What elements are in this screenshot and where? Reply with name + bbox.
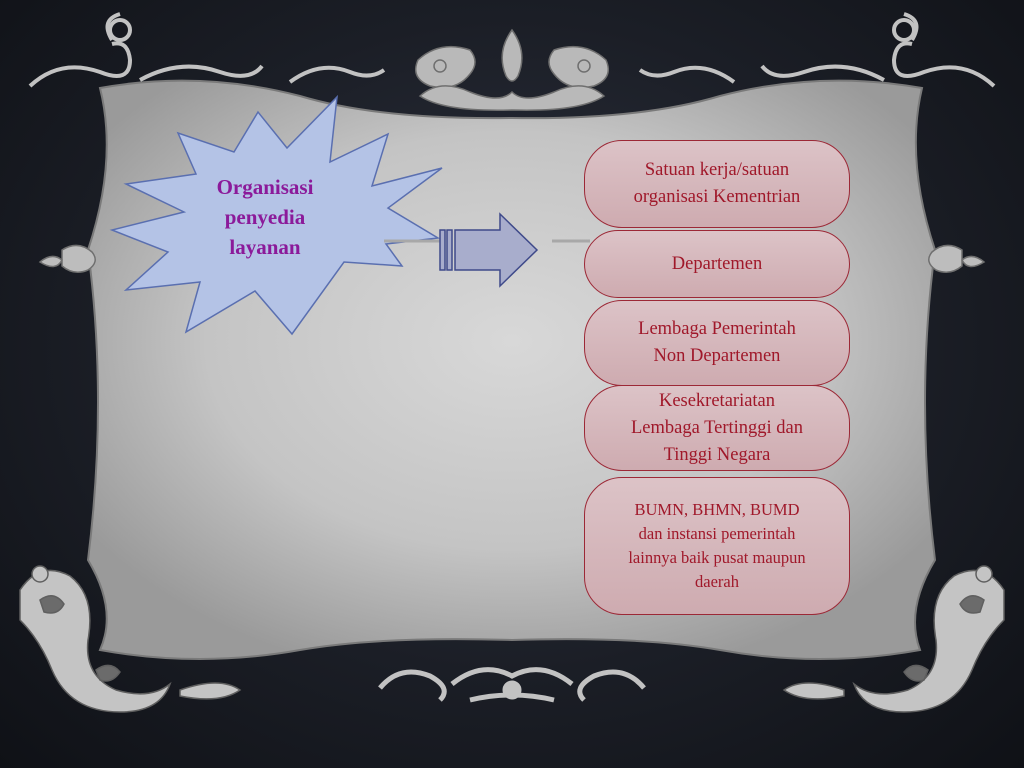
target-text-line: Lembaga Pemerintah bbox=[638, 319, 796, 339]
target-text-line: Kesekretariatan bbox=[658, 390, 776, 411]
target-text-line: Lembaga Tertinggi dan bbox=[630, 417, 803, 438]
ornament-left-middle bbox=[38, 244, 96, 273]
ornament-bottom-right bbox=[782, 565, 1005, 713]
ornament-right-middle bbox=[928, 244, 986, 273]
ornament-top-left bbox=[28, 12, 386, 88]
target-text-line: daerah bbox=[695, 572, 739, 591]
target-text-line: BUMN, BHMN, BUMD bbox=[634, 500, 800, 519]
target-box-kesekretariatan: Kesekretariatan Lembaga Tertinggi dan Ti… bbox=[584, 385, 850, 471]
target-box-bumn: BUMN, BHMN, BUMD dan instansi pemerintah… bbox=[584, 477, 850, 615]
target-text-line: dan instansi pemerintah bbox=[638, 524, 796, 543]
target-text-line: Tinggi Negara bbox=[663, 444, 771, 465]
ornament-bottom-left bbox=[19, 565, 242, 713]
target-text-line: Non Departemen bbox=[653, 346, 781, 366]
target-box-lembaga-pemerintah: Lembaga Pemerintah Non Departemen bbox=[584, 300, 850, 386]
ornament-top-center bbox=[415, 28, 609, 111]
target-box-departemen: Departemen bbox=[584, 230, 850, 298]
source-label: Organisasi penyedia layanan bbox=[185, 172, 345, 262]
arrow-shape bbox=[439, 212, 539, 288]
target-text-line: lainnya baik pusat maupun bbox=[628, 548, 806, 567]
target-text-line: organisasi Kementrian bbox=[633, 187, 801, 207]
ornament-bottom-center bbox=[378, 667, 646, 703]
source-label-line: Organisasi bbox=[216, 175, 314, 199]
starburst-shape bbox=[109, 94, 443, 336]
ornament-top-right bbox=[638, 12, 996, 88]
target-text-line: Satuan kerja/satuan bbox=[644, 160, 790, 180]
target-text-line: Departemen bbox=[671, 253, 763, 274]
source-label-line: layanan bbox=[229, 235, 301, 259]
source-label-line: penyedia bbox=[224, 205, 306, 229]
target-box-satuan-kerja: Satuan kerja/satuan organisasi Kementria… bbox=[584, 140, 850, 228]
